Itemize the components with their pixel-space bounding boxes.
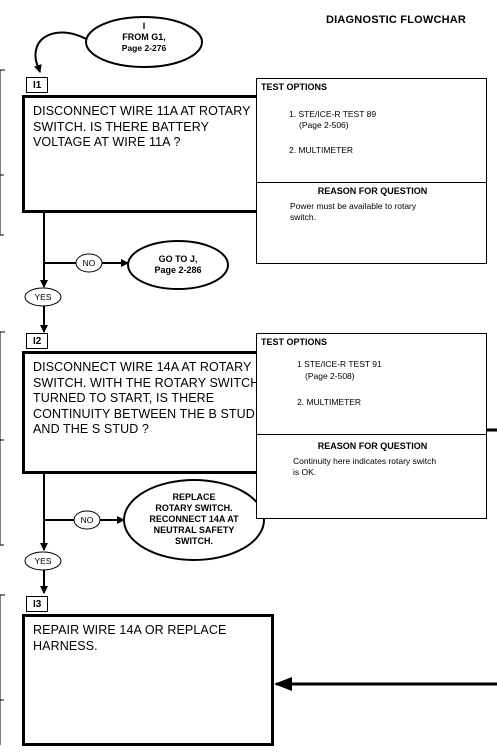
replace-line3: RECONNECT 14A AT (149, 514, 239, 524)
no-label: NO (80, 515, 94, 525)
question-box-i2: DISCONNECT WIRE 14A AT ROTARY SWITCH. WI… (22, 351, 274, 474)
start-oval-line1: I (142, 21, 146, 31)
option-line: (Page 2-506) (299, 120, 349, 130)
replace-line1: REPLACE (172, 492, 216, 502)
test-options-panel-i2: TEST OPTIONS 1 STE/ICE-R TEST 91 (Page 2… (256, 333, 487, 519)
reason-title: REASON FOR QUESTION (317, 186, 428, 196)
option-line: 2. MULTIMETER (289, 145, 354, 155)
step-label-i2: I2 (26, 333, 49, 349)
start-oval: I FROM G1, Page 2-276 (94, 21, 194, 54)
replace-line2: ROTARY SWITCH. (155, 503, 233, 513)
divider (256, 182, 487, 183)
yes-label: YES (34, 556, 52, 566)
option-line: 2. MULTIMETER (297, 397, 362, 407)
question-box-i1: DISCONNECT WIRE 11A AT ROTARY SWITCH. IS… (22, 95, 274, 213)
start-oval-line3: Page 2-276 (121, 43, 167, 53)
step-label-i1: I1 (26, 77, 49, 93)
test-options-panel-i1: TEST OPTIONS 1. STE/ICE-R TEST 89 (Page … (256, 78, 487, 264)
step-label-i3: I3 (26, 596, 49, 612)
replace-line5: SWITCH. (175, 536, 213, 546)
yes-label: YES (34, 292, 52, 302)
option-line: (Page 2-508) (305, 371, 355, 381)
page-title: DIAGNOSTIC FLOWCHAR (326, 14, 467, 26)
no-label: NO (82, 258, 96, 268)
reason-text: Power must be available to rotary switch… (290, 201, 417, 222)
divider (256, 434, 487, 435)
reason-title: REASON FOR QUESTION (317, 441, 428, 451)
replace-oval: REPLACE ROTARY SWITCH. RECONNECT 14A AT … (126, 492, 262, 547)
action-box-i3: REPAIR WIRE 14A OR REPLACE HARNESS. (22, 614, 274, 746)
option-line: 1. STE/ICE-R TEST 89 (289, 109, 377, 119)
start-oval-line2: FROM G1, (122, 32, 166, 42)
option-line: 1 STE/ICE-R TEST 91 (297, 359, 382, 369)
replace-line4: NEUTRAL SAFETY (153, 525, 235, 535)
goto-j-oval: GO TO J, Page 2-286 (130, 254, 226, 276)
test-options-title: TEST OPTIONS (261, 337, 328, 347)
test-options-title: TEST OPTIONS (261, 82, 328, 92)
reason-text: Continuity here indicates rotary switch … (293, 456, 437, 477)
goto-j-line2: Page 2-286 (154, 265, 202, 275)
goto-j-line1: GO TO J, (158, 254, 198, 264)
